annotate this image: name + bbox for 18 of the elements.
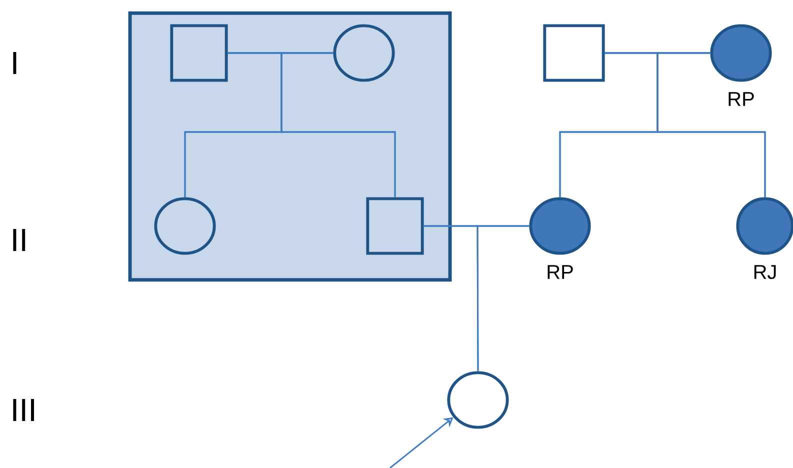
pedigree-circle — [447, 371, 509, 429]
pedigree-square — [170, 24, 228, 82]
beside-label: RJ — [754, 265, 776, 280]
pedigree-circle — [710, 24, 772, 82]
pedigree-circle — [154, 197, 216, 255]
pedigree-square — [543, 24, 605, 82]
descent-line — [476, 225, 530, 372]
pedigree-square — [366, 197, 424, 255]
generation-label: III — [13, 399, 34, 422]
pedigree-circle — [736, 197, 793, 255]
pedigree-circle — [529, 197, 591, 255]
descent-line — [280, 52, 396, 198]
pedigree-circle — [333, 24, 395, 82]
descent-line — [656, 52, 766, 198]
generation-label: II — [13, 229, 26, 251]
beside-label: RP — [548, 265, 573, 279]
beside-label: RP — [728, 92, 754, 106]
generation-label: I — [13, 52, 16, 74]
